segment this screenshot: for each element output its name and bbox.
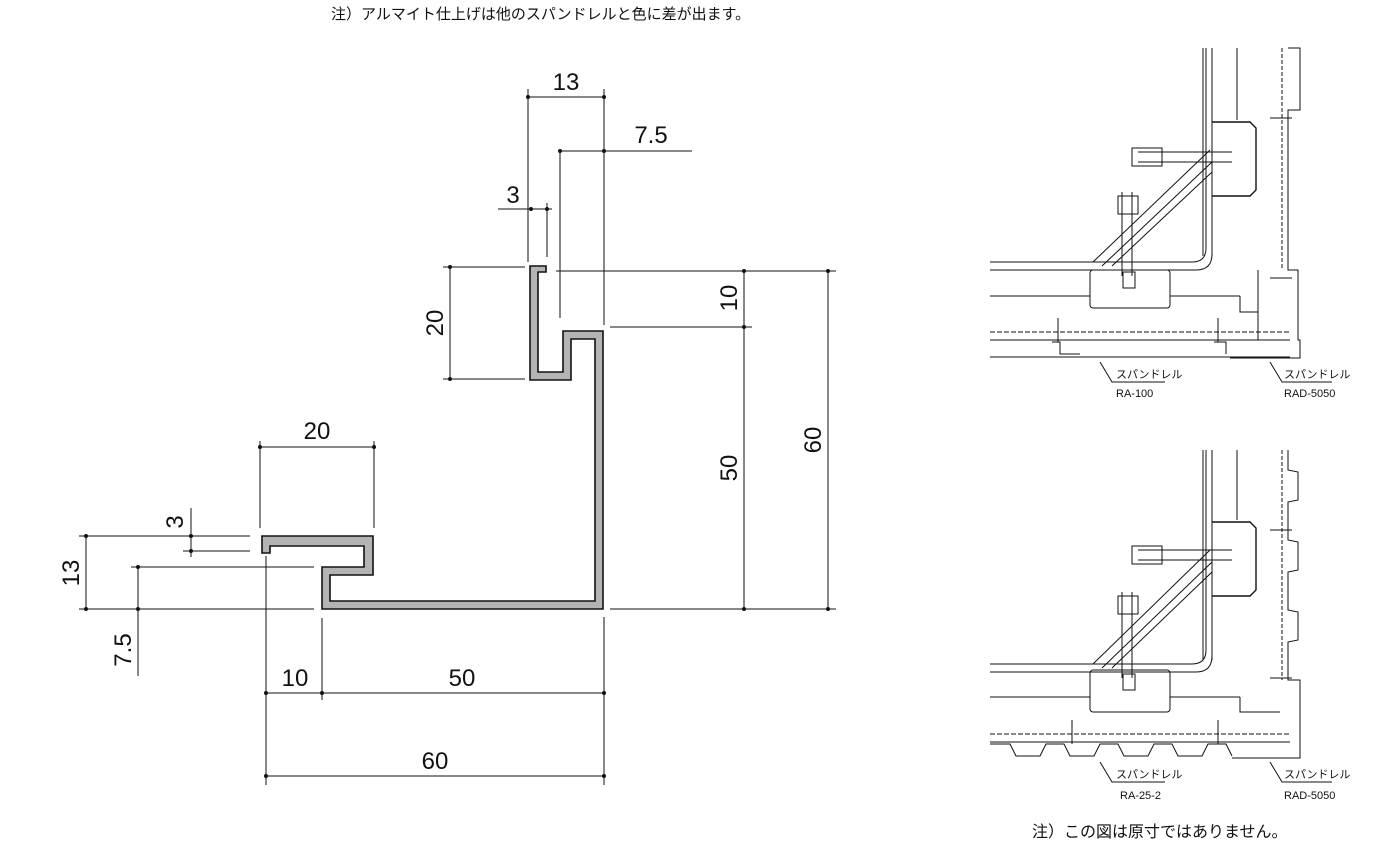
label-upper-right: スパンドレル: [1284, 368, 1351, 381]
bottom-note: 注）この図は原寸ではありません。: [1032, 822, 1288, 841]
top-dimensions: 13 7.5 3: [498, 69, 692, 325]
dim-left-20-group: 20: [422, 265, 525, 381]
dim-right-lower: 50: [716, 455, 743, 482]
corner-profile: [261, 265, 604, 610]
dim-top-width: 13: [553, 69, 580, 96]
model-upper-right: RAD-5050: [1284, 388, 1335, 400]
dim-bottom-mid: 50: [449, 665, 476, 692]
dim-right-total: 60: [800, 427, 827, 454]
detail-upper: [990, 47, 1332, 383]
label-upper-left: スパンドレル: [1116, 368, 1183, 381]
bottom-dimensions: 10 50 60: [264, 556, 606, 785]
dim-top-gap: 3: [506, 182, 519, 209]
label-lower-right: スパンドレル: [1284, 768, 1351, 781]
detail-lower: [990, 450, 1332, 783]
dim-left-lip: 7.5: [110, 633, 137, 666]
label-lower-left: スパンドレル: [1116, 768, 1183, 781]
model-lower-left: RA-25-2: [1120, 790, 1161, 802]
dim-left-gap: 3: [162, 515, 189, 528]
top-note: 注）アルマイト仕上げは他のスパンドレルと色に差が出ます。: [331, 5, 751, 23]
left-dimensions: 20 3 13 7.5: [58, 418, 376, 676]
model-upper-left: RA-100: [1116, 388, 1153, 400]
dim-bottom-total: 60: [422, 748, 449, 775]
right-dimensions: 10 50 60: [556, 269, 836, 611]
dim-top-lip: 7.5: [634, 122, 667, 149]
dim-bottom-left: 10: [282, 665, 309, 692]
dim-right-upper: 10: [716, 285, 743, 312]
dim-top-height: 20: [422, 310, 449, 337]
dim-left-width: 20: [304, 418, 331, 445]
dim-left-height: 13: [58, 560, 85, 587]
model-lower-right: RAD-5050: [1284, 790, 1335, 802]
